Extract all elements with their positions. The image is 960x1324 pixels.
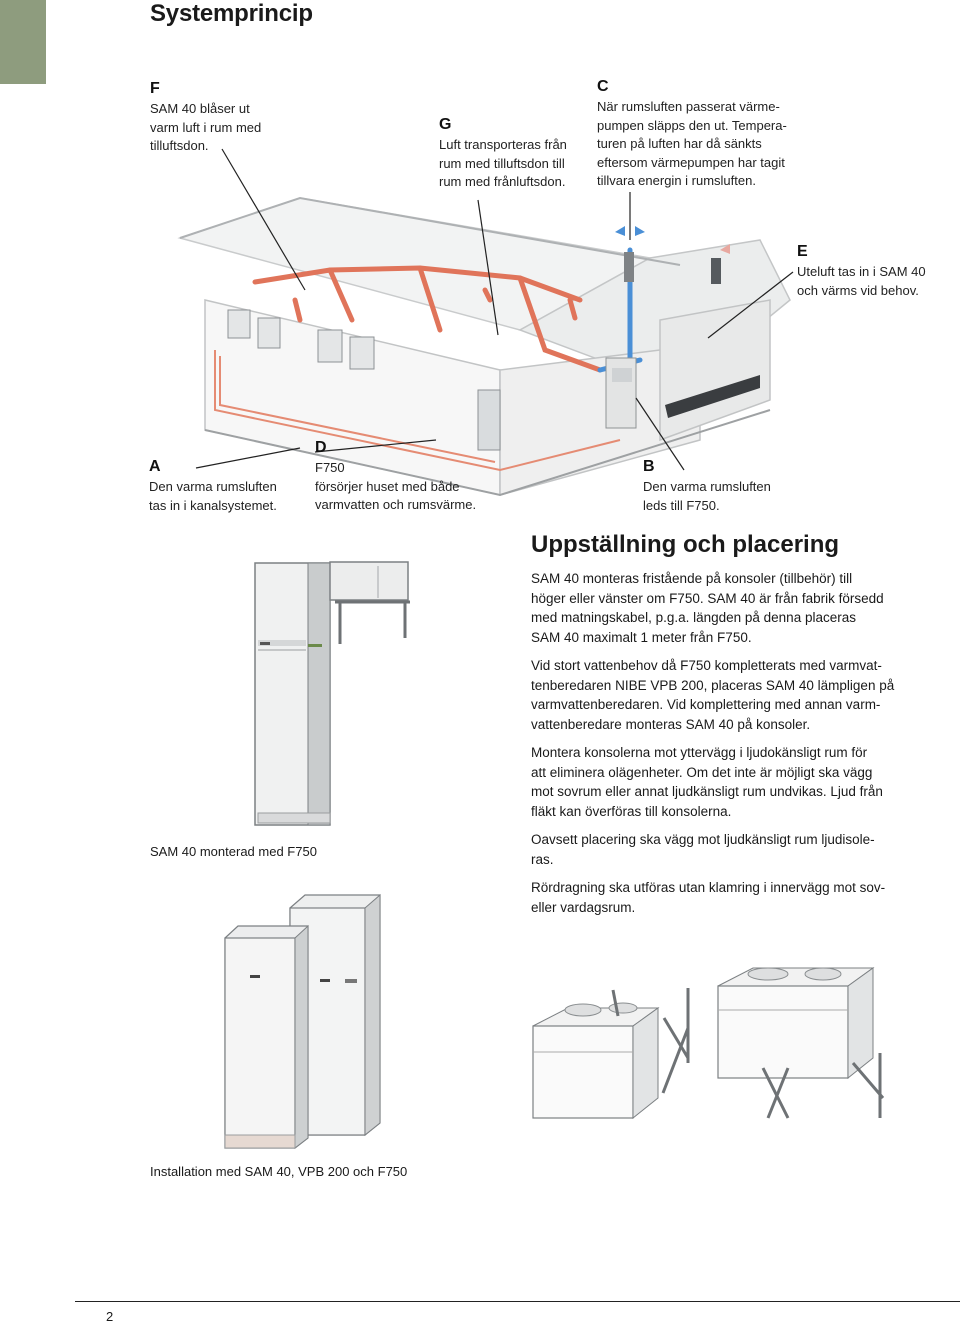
sam40-f750-illustration — [254, 561, 410, 826]
section-heading: Uppställning och placering — [531, 531, 840, 558]
callout-line: Den varma rumsluften — [149, 479, 277, 494]
body-line: mot sovrum eller annat ljudkänsligt rum … — [531, 784, 883, 799]
body-line: vattenberedare monteras SAM 40 på konsol… — [531, 716, 811, 732]
callout-b: B Den varma rumsluften leds till F750. — [643, 456, 771, 515]
callout-f: F SAM 40 blåser ut varm luft i rum med t… — [150, 78, 261, 156]
callout-line: När rumsluften passerat värme- — [597, 99, 780, 114]
body-line: ras. — [531, 851, 554, 867]
body-line: SAM 40 monteras fristående på konsoler (… — [531, 571, 853, 586]
paragraph-2: Vid stort vattenbehov då F750 kompletter… — [531, 656, 931, 734]
callout-key: E — [797, 243, 808, 260]
caption-installation: Installation med SAM 40, VPB 200 och F75… — [150, 1164, 408, 1179]
callout-line: och värms vid behov. — [797, 282, 919, 298]
callout-line: tillvara energin i rumsluften. — [597, 173, 756, 188]
body-line: tenberedaren NIBE VPB 200, placeras SAM … — [531, 677, 895, 693]
paragraph-5: Rördragning ska utföras utan klamring i … — [531, 878, 931, 917]
callout-line: rum med tilluftsdon till — [439, 155, 565, 171]
body-line: att eliminera olägenheter. Om det inte ä… — [531, 764, 873, 780]
body-line: Vid stort vattenbehov då F750 kompletter… — [531, 658, 882, 673]
body-line: med matningskabel, p.g.a. längden på den… — [531, 610, 856, 625]
callout-line: Luft transporteras från — [439, 137, 567, 152]
section-tab — [0, 0, 46, 84]
callout-g: G Luft transporteras från rum med tilluf… — [439, 114, 567, 192]
section-body: SAM 40 monteras fristående på konsoler (… — [531, 569, 931, 926]
callout-key: D — [315, 439, 327, 456]
callout-key: G — [439, 116, 452, 133]
body-line: fläkt kan överföras till konsolerna. — [531, 803, 732, 819]
callout-line: varmvatten och rumsvärme. — [315, 497, 477, 512]
callout-line: eftersom värmepumpen har tagit — [597, 154, 785, 170]
callout-d: D F750 försörjer huset med både varmvatt… — [315, 437, 476, 515]
callout-line: SAM 40 blåser ut — [150, 101, 250, 116]
callout-key: F — [150, 80, 160, 97]
callout-line: tilluftsdon. — [150, 138, 209, 153]
house-illustration — [177, 148, 794, 497]
body-line: Montera konsolerna mot yttervägg i ljudo… — [531, 745, 868, 760]
callout-line: Uteluft tas in i SAM 40 — [797, 264, 926, 279]
callout-line: F750 — [315, 460, 345, 475]
page-title: Systemprincip — [150, 0, 313, 27]
body-line: höger eller vänster om F750. SAM 40 är f… — [531, 590, 884, 606]
callout-line: turen på luften har då sänkts — [597, 136, 762, 151]
body-line: Oavsett placering ska vägg mot ljudkänsl… — [531, 832, 875, 847]
callout-line: pumpen släpps den ut. Tempera- — [597, 117, 787, 133]
callout-line: Den varma rumsluften — [643, 479, 771, 494]
callout-line: tas in i kanalsystemet. — [149, 497, 277, 513]
caption-sam-f750: SAM 40 monterad med F750 — [150, 844, 317, 859]
console-mount-illustration — [532, 967, 885, 1120]
callout-line: rum med frånluftsdon. — [439, 174, 566, 189]
footer-divider — [75, 1301, 960, 1302]
body-line: Rördragning ska utföras utan klamring i … — [531, 880, 886, 895]
page-number: 2 — [106, 1309, 114, 1324]
callout-key: B — [643, 458, 655, 475]
callout-line: varm luft i rum med — [150, 119, 262, 135]
paragraph-4: Oavsett placering ska vägg mot ljudkänsl… — [531, 830, 931, 869]
paragraph-3: Montera konsolerna mot yttervägg i ljudo… — [531, 743, 931, 821]
body-line: SAM 40 maximalt 1 meter från F750. — [531, 629, 752, 645]
callout-line: leds till F750. — [643, 497, 720, 513]
body-line: eller vardagsrum. — [531, 899, 636, 915]
callout-key: C — [597, 78, 609, 95]
installation-illustration — [224, 893, 381, 1150]
paragraph-1: SAM 40 monteras fristående på konsoler (… — [531, 569, 931, 647]
body-line: varmvattenberedaren. Vid komplettering m… — [531, 697, 881, 712]
callout-a: A Den varma rumsluften tas in i kanalsys… — [149, 456, 277, 515]
callout-e: E Uteluft tas in i SAM 40 och värms vid … — [797, 241, 926, 300]
callout-c: C När rumsluften passerat värme- pumpen … — [597, 76, 787, 191]
callout-line: försörjer huset med både — [315, 478, 460, 494]
callout-key: A — [149, 458, 161, 475]
